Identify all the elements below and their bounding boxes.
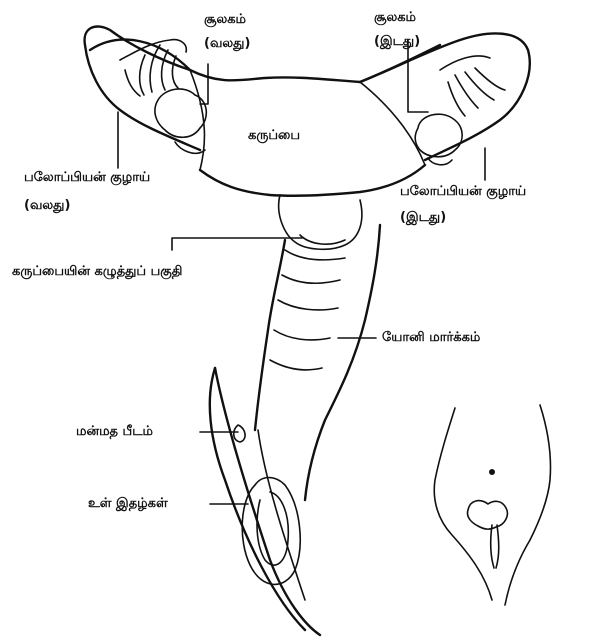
label-tube-left-side: (இடது) — [400, 210, 446, 226]
ovary-left — [415, 114, 462, 157]
label-tube-right: பலோப்பியன் குழாய் — [24, 170, 150, 186]
label-uterus: கருப்பை — [248, 128, 300, 144]
inset-body-left — [434, 408, 492, 600]
uterus-lower — [200, 165, 425, 196]
inset-uterus — [467, 501, 507, 530]
leader-ovary-left — [408, 40, 428, 112]
label-tube-left: பலோப்பியன் குழாய் — [400, 184, 526, 200]
vagina-right-wall — [305, 225, 380, 500]
label-cervix: கருப்பையின் கழுத்துப் பகுதி — [12, 264, 182, 280]
clitoris — [234, 425, 245, 442]
label-labia: உள் இதழ்கள் — [88, 496, 168, 512]
ovary-right — [155, 89, 206, 137]
inset-navel — [489, 469, 495, 475]
inset-body-right — [505, 405, 551, 605]
vagina-left-wall — [255, 240, 285, 430]
cervix — [279, 195, 362, 249]
label-vagina: யோனி மார்க்கம் — [382, 330, 480, 346]
fallopian-tube-left — [360, 33, 530, 160]
outer-labia — [215, 368, 320, 635]
label-ovary-left-side: (இடது) — [374, 34, 420, 50]
label-tube-right-side: (வலது) — [24, 198, 70, 214]
label-clitoris: மன்மத பீடம் — [76, 424, 153, 440]
label-ovary-right-side: (வலது) — [204, 36, 250, 52]
label-ovary-left: சூலகம் — [374, 10, 416, 26]
label-ovary-right: சூலகம் — [204, 12, 246, 28]
